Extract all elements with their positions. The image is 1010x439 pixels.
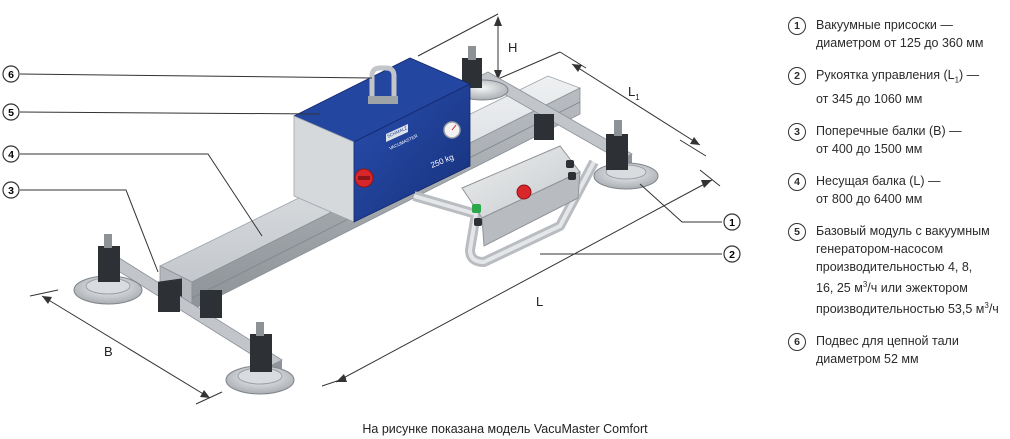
legend-number: 3 [788,122,806,141]
callout-3: 3 [2,181,20,199]
legend-text: Поперечные балки (B) — [816,123,962,138]
callout-5: 5 [2,103,20,121]
legend-text: Базовый модуль с вакуумным [816,223,990,238]
svg-text:2: 2 [729,249,735,261]
callout-6: 6 [2,65,20,83]
hanger-eye-icon [369,65,397,98]
base-module: SCHMALZ VACUMASTER 250 kg [293,57,471,223]
dimension-l-label: L [536,294,543,309]
vacuum-cup-left [73,234,143,305]
svg-text:5: 5 [8,107,14,119]
legend-text: генератором-насосом [816,241,944,256]
svg-text:1: 1 [729,217,735,229]
start-button[interactable] [472,204,481,213]
callout-1: 1 [723,213,741,231]
legend-item-3: 3 Поперечные балки (B) — от 400 до 1500 … [788,122,1008,158]
panel-button[interactable] [568,172,576,180]
panel-button[interactable] [566,160,574,168]
legend-text: производительностью 4, 8, [816,259,973,274]
legend-number: 5 [788,222,806,241]
legend-text: Подвес для цепной тали [816,333,959,348]
legend-item-6: 6 Подвес для цепной тали диаметром 52 мм [788,332,1008,368]
legend-text: от 400 до 1500 мм [816,141,923,156]
callout-4: 4 [2,145,20,163]
control-handle [412,145,599,267]
legend-text: от 345 до 1060 мм [816,91,923,106]
figure-caption: На рисунке показана модель VacuMaster Co… [362,422,648,436]
svg-text:4: 4 [8,149,14,161]
vacuum-cup-right [593,120,659,190]
vacuum-cup-bottom [225,322,295,395]
parts-legend: 1 Вакуумные присоски — диаметром от 125 … [788,16,1008,382]
legend-text: производительностью 53,5 м3/ч [816,300,999,316]
beam-clamps [158,114,554,318]
legend-number: 6 [788,332,806,351]
svg-text:3: 3 [8,185,14,197]
panel-button[interactable] [474,218,482,226]
legend-item-4: 4 Несущая балка (L) — от 800 до 6400 мм [788,172,1008,208]
legend-text: диаметром от 125 до 360 мм [816,36,984,50]
legend-item-2: 2 Рукоятка управления (L1) — от 345 до 1… [788,66,1008,108]
legend-number: 1 [788,17,806,35]
stop-button[interactable] [516,184,532,200]
callout-leaders [19,73,722,273]
callout-2: 2 [723,245,741,263]
legend-item-1: 1 Вакуумные присоски — диаметром от 125 … [788,16,1008,52]
dimension-arrows [42,16,712,398]
dimension-b-label: B [104,344,113,359]
dimension-l1-label: L1 [628,84,640,102]
legend-text: 16, 25 м3/ч или эжектором [816,279,968,295]
legend-text: Несущая балка (L) — [816,173,941,188]
legend-text: от 800 до 6400 мм [816,191,923,206]
legend-text: Рукоятка управления (L1) — [816,68,980,85]
dimension-h-label: H [508,40,517,55]
svg-text:6: 6 [8,69,14,81]
legend-text: диаметром 52 мм [816,351,919,366]
legend-number: 4 [788,172,806,191]
legend-number: 2 [788,67,806,85]
legend-text: Вакуумные присоски — [816,18,953,32]
legend-item-5: 5 Базовый модуль с вакуумным генератором… [788,222,1008,318]
callout-markers: 6 5 4 3 1 2 [2,65,741,263]
